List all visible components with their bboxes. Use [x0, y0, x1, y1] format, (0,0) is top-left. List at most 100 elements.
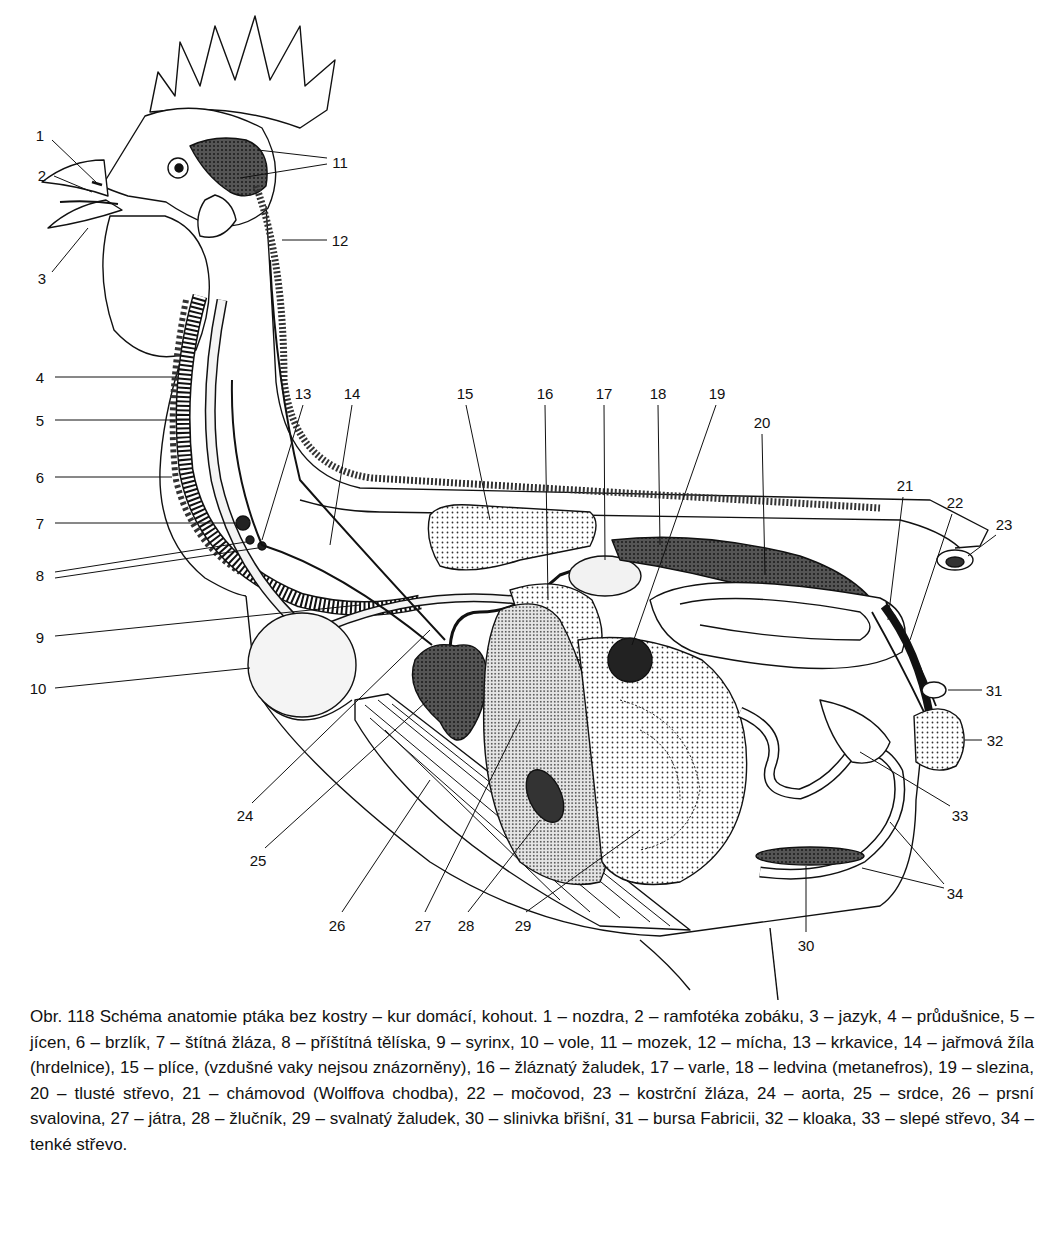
- eye: [168, 158, 188, 178]
- leader-line: [52, 228, 88, 272]
- leader-line: [632, 405, 716, 645]
- callout-number: 16: [537, 386, 554, 401]
- callout-number: 15: [457, 386, 474, 401]
- leader-line: [888, 497, 903, 620]
- bursa: [922, 682, 946, 698]
- callout-number: 9: [36, 630, 44, 645]
- callout-number: 26: [329, 918, 346, 933]
- intestine-loop: [680, 599, 870, 640]
- callout-number: 13: [295, 386, 312, 401]
- callout-number: 10: [30, 681, 47, 696]
- callout-number: 3: [38, 271, 46, 286]
- colon: [884, 606, 930, 716]
- leader-line: [252, 630, 430, 803]
- leader-line: [55, 420, 190, 421]
- leader-line: [468, 820, 540, 912]
- leader-line: [52, 140, 98, 184]
- callout-number: 17: [596, 386, 613, 401]
- leader-line: [890, 822, 944, 884]
- callout-number: 6: [36, 470, 44, 485]
- head: [102, 108, 276, 226]
- leader-line: [55, 668, 250, 688]
- leader-line: [54, 176, 92, 192]
- gallbladder: [519, 764, 572, 828]
- callout-number: 24: [237, 808, 254, 823]
- pancreas: [756, 847, 864, 865]
- callout-number: 11: [332, 155, 348, 170]
- jugular: [270, 260, 445, 640]
- leader-line: [604, 405, 605, 560]
- callout-number: 5: [36, 413, 44, 428]
- callout-number: 7: [36, 516, 44, 531]
- leader-line: [342, 780, 430, 912]
- leader-line: [545, 405, 548, 600]
- caecum: [820, 700, 890, 763]
- leader-line: [862, 868, 944, 888]
- leader-line: [55, 523, 236, 524]
- thigh-line: [640, 940, 690, 990]
- leader-line: [330, 405, 352, 545]
- gizzard-folds: [620, 700, 700, 850]
- leader-line: [240, 164, 327, 178]
- leader-line: [968, 535, 996, 556]
- lungs: [428, 505, 596, 570]
- leader-line: [762, 434, 765, 575]
- leader-line: [55, 477, 172, 478]
- crop: [248, 613, 356, 717]
- callout-number: 29: [515, 918, 532, 933]
- leader-line: [526, 830, 640, 912]
- figure-caption: Obr. 118 Schéma anatomie ptáka bez kostr…: [30, 1004, 1034, 1157]
- callout-number: 31: [986, 683, 1003, 698]
- callout-number: 8: [36, 568, 44, 583]
- leader-line: [860, 752, 950, 806]
- callout-number: 4: [36, 370, 44, 385]
- callout-number: 30: [798, 938, 815, 953]
- leader-line: [806, 866, 807, 932]
- callout-number: 33: [952, 808, 969, 823]
- leader-line: [262, 405, 303, 540]
- pupil: [175, 164, 183, 172]
- large-intestine: [650, 582, 905, 668]
- parathyroid: [246, 536, 254, 544]
- thyroid: [236, 516, 250, 530]
- callout-number: 14: [344, 386, 361, 401]
- carotid: [232, 380, 432, 645]
- callout-number: 22: [947, 495, 964, 510]
- callout-number: 27: [415, 918, 432, 933]
- leader-line: [910, 514, 952, 640]
- callout-number: 34: [947, 886, 964, 901]
- earlobe: [198, 195, 236, 237]
- callout-number: 1: [36, 128, 44, 143]
- callout-number: 20: [754, 415, 771, 430]
- uropygial-core: [946, 557, 964, 567]
- leader-line: [425, 720, 520, 912]
- vas-deferens: [872, 612, 924, 712]
- leader-line: [282, 240, 327, 241]
- leader-line: [965, 740, 982, 741]
- leader-line: [258, 150, 327, 158]
- spleen: [608, 638, 652, 682]
- leader-line: [55, 548, 258, 578]
- callout-number: 23: [996, 517, 1013, 532]
- callout-number: 32: [987, 733, 1004, 748]
- leader-line: [55, 377, 178, 378]
- back-outline: [266, 206, 988, 548]
- leader-line: [55, 542, 246, 572]
- esophagus: [210, 300, 292, 618]
- callout-number: 2: [38, 168, 46, 183]
- callout-number: 25: [250, 853, 267, 868]
- callout-number: 28: [458, 918, 475, 933]
- beak-upper: [42, 160, 108, 196]
- cloaca: [914, 709, 964, 770]
- esophagus-inner: [210, 300, 292, 618]
- leader-line: [466, 405, 490, 520]
- leg: [770, 928, 778, 1000]
- callout-number: 21: [897, 478, 914, 493]
- leader-line: [658, 405, 660, 545]
- leader-line: [55, 605, 360, 636]
- callout-number: 18: [650, 386, 667, 401]
- tongue: [60, 201, 118, 204]
- callout-number: 19: [709, 386, 726, 401]
- leader-line: [948, 690, 982, 691]
- spinal-cord: [256, 186, 880, 508]
